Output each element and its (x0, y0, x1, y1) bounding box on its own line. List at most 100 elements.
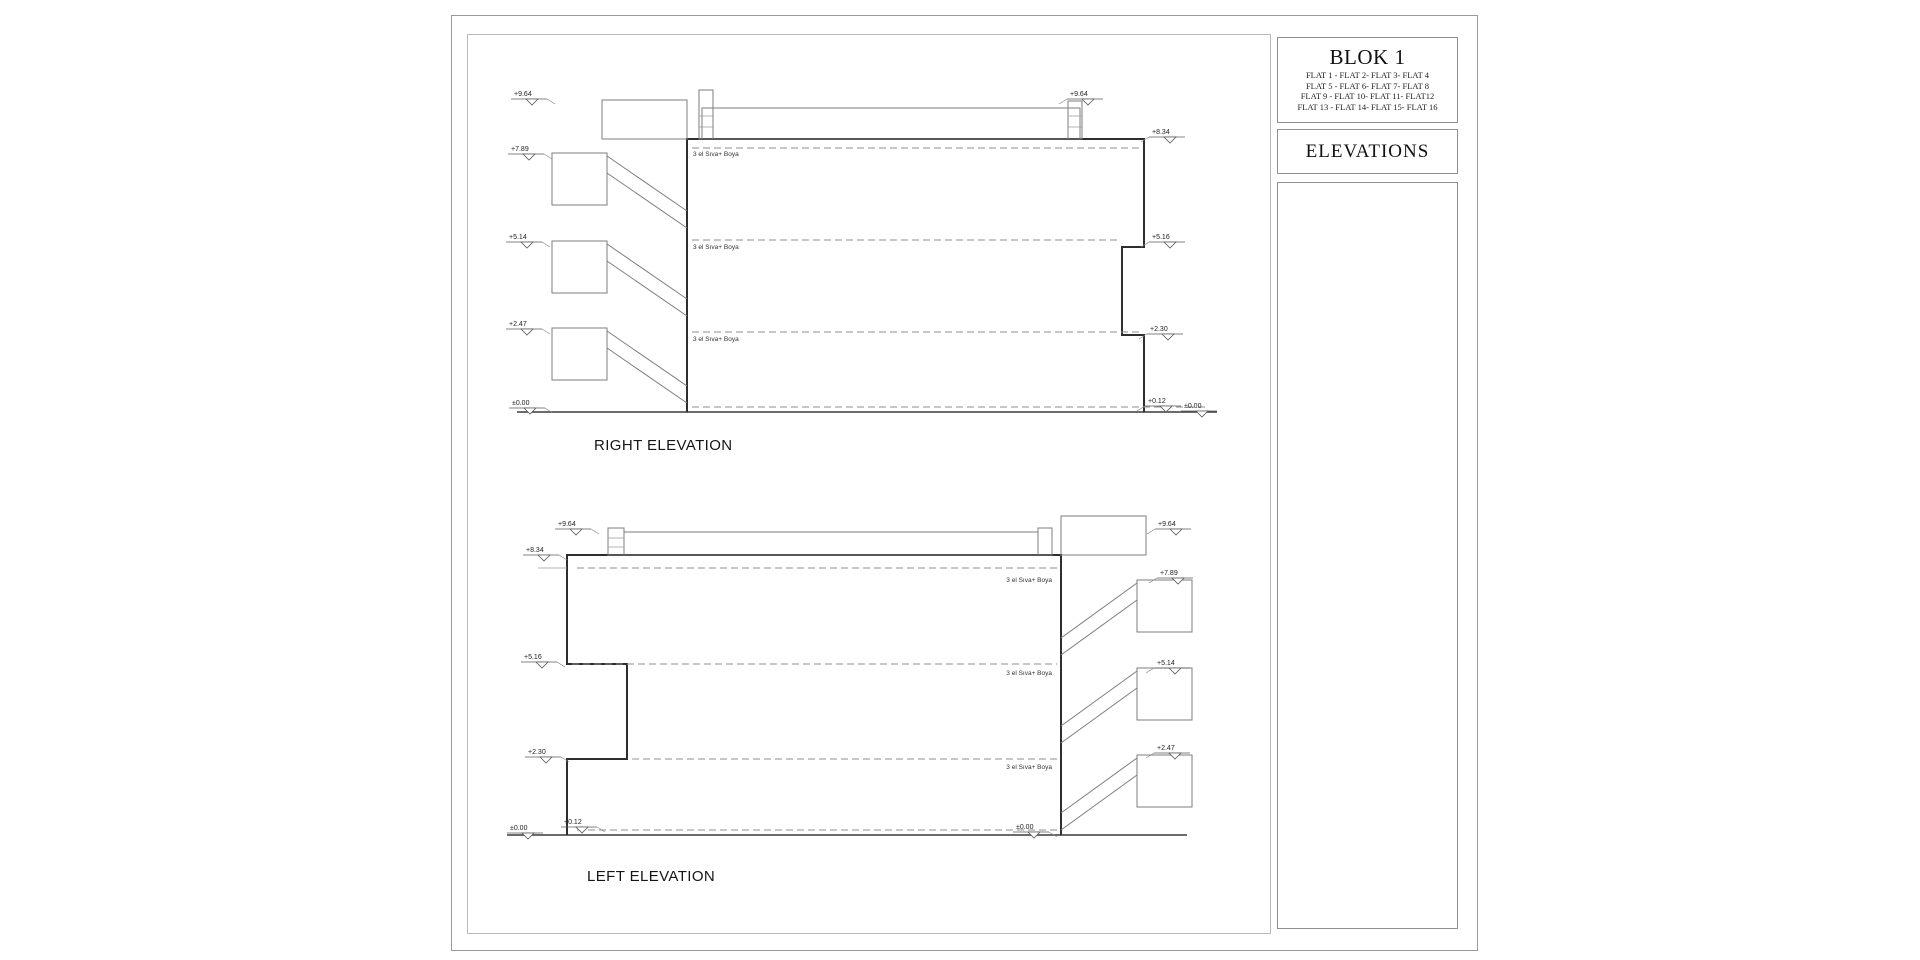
parapet-post (698, 89, 714, 140)
level-value: ±0.00 (510, 825, 528, 832)
level-triangle-icon (1168, 667, 1182, 675)
level-marker: ±0.00 (1181, 403, 1217, 418)
level-marker: +2.47 (1145, 745, 1190, 760)
level-triangle-icon (1171, 577, 1185, 585)
level-triangle-icon (537, 554, 551, 562)
level-value: ±0.00 (1184, 403, 1202, 410)
leader-line (546, 98, 556, 105)
level-marker: +5.16 (521, 654, 566, 669)
level-value: +8.34 (1152, 129, 1170, 136)
level-marker: +8.34 (523, 547, 568, 562)
stair-flights (606, 155, 688, 404)
level-marker: +9.64 (1058, 91, 1103, 106)
leader-line (543, 153, 553, 160)
flat-list-line: FLAT 5 - FLAT 6- FLAT 7- FLAT 8 (1305, 80, 1430, 91)
level-value: +9.64 (558, 521, 576, 528)
level-value: +5.16 (524, 654, 542, 661)
leader-line (1145, 667, 1155, 674)
level-value: +5.16 (1152, 234, 1170, 241)
level-triangle-icon (520, 328, 534, 336)
stair-head (1060, 515, 1147, 556)
level-value: +7.89 (1160, 570, 1178, 577)
leader-line (596, 826, 606, 833)
level-marker: +8.34 (1140, 129, 1185, 144)
floor-finish-note: 3 el Sıva+ Boya (693, 336, 739, 343)
flat-list-line: FLAT 1 - FLAT 2- FLAT 3- FLAT 4 (1305, 70, 1430, 80)
stair-head (601, 99, 688, 140)
stair-landing (551, 240, 608, 294)
drawing-type-label: ELEVATIONS (1305, 140, 1430, 162)
leader-line (1140, 136, 1150, 143)
level-triangle-icon (1159, 405, 1173, 413)
leader-line (560, 756, 570, 763)
level-marker: +5.14 (506, 234, 551, 249)
title-block: BLOK 1 FLAT 1 - FLAT 2- FLAT 3- FLAT 4 F… (1277, 37, 1458, 123)
level-value: ±0.00 (1016, 824, 1034, 831)
parapet-post-rungs (699, 115, 713, 128)
chimney-rungs (1068, 115, 1082, 128)
chimney (607, 527, 625, 556)
level-marker: +5.14 (1145, 660, 1190, 675)
level-markers-right: +9.64+8.34+5.16+2.30+0.12±0.00 (1058, 91, 1217, 418)
level-value: +5.14 (1157, 660, 1175, 667)
leader-line (1048, 831, 1058, 838)
level-triangle-icon (1081, 98, 1095, 106)
parapet-post (1037, 527, 1053, 556)
level-triangle-icon (569, 528, 583, 536)
parapet-band (623, 531, 1039, 556)
leader-line (558, 554, 568, 561)
left-elevation-title: LEFT ELEVATION (587, 868, 716, 885)
level-markers-left: +9.64 +7.89 +5.14 +2.47 ±0.00 (506, 91, 556, 415)
level-marker: +7.89 (508, 146, 553, 161)
drawing-sheet: 3 el Sıva+ Boya 3 el Sıva+ Boya 3 el Sıva+… (451, 15, 1478, 951)
level-value: +9.64 (1158, 521, 1176, 528)
leader-line (541, 328, 551, 335)
level-value: +8.34 (526, 547, 544, 554)
leader-line (1058, 98, 1068, 105)
title-block-empty-panel (1277, 182, 1458, 929)
level-marker: +2.47 (506, 321, 551, 336)
level-triangle-icon (1163, 241, 1177, 249)
level-marker: +5.16 (1140, 234, 1185, 249)
level-markers-left: +9.64+8.34+5.16+2.30±0.00+0.12 (507, 521, 606, 840)
level-value: +9.64 (514, 91, 532, 98)
leader-line (1140, 241, 1150, 248)
leader-line (1138, 333, 1148, 340)
level-triangle-icon (1163, 136, 1177, 144)
chimney (1067, 100, 1083, 140)
leader-line (1136, 405, 1146, 412)
level-marker: +0.12 (1136, 398, 1181, 413)
level-triangle-icon (521, 832, 535, 840)
level-triangle-icon (1195, 410, 1209, 418)
level-triangle-icon (1027, 831, 1041, 839)
level-value: +2.47 (1157, 745, 1175, 752)
flat-list-line: FLAT 9 - FLAT 10- FLAT 11- FLAT12 (1300, 91, 1435, 101)
level-value: +2.30 (528, 749, 546, 756)
elevations-svg: 3 el Sıva+ Boya 3 el Sıva+ Boya 3 el Sıva+… (506, 89, 1217, 840)
level-marker: +2.30 (525, 749, 570, 764)
level-triangle-icon (525, 98, 539, 106)
stair-landing (1136, 667, 1193, 721)
stair-landing (551, 152, 608, 206)
level-triangle-icon (1169, 528, 1183, 536)
leader-line (541, 241, 551, 248)
level-marker: ±0.00 (509, 400, 554, 415)
level-markers-right: +9.64 +7.89 +5.14 +2.47 ±0.00 (1013, 521, 1193, 839)
flat-list-line: FLAT 13 - FLAT 14- FLAT 15- FLAT 16 (1297, 101, 1438, 112)
leader-line (544, 407, 554, 414)
level-marker: +9.64 (1146, 521, 1191, 536)
parapet-band (701, 107, 1081, 140)
floor-finish-note: 3 el Sıva+ Boya (1006, 670, 1052, 677)
building-outline (566, 554, 1062, 835)
level-triangle-icon (522, 153, 536, 161)
level-value: +5.14 (509, 234, 527, 241)
level-triangle-icon (1161, 333, 1175, 341)
level-triangle-icon (539, 756, 553, 764)
floor-finish-note: 3 el Sıva+ Boya (1006, 764, 1052, 771)
level-triangle-icon (1168, 752, 1182, 760)
leader-line (1145, 752, 1155, 759)
